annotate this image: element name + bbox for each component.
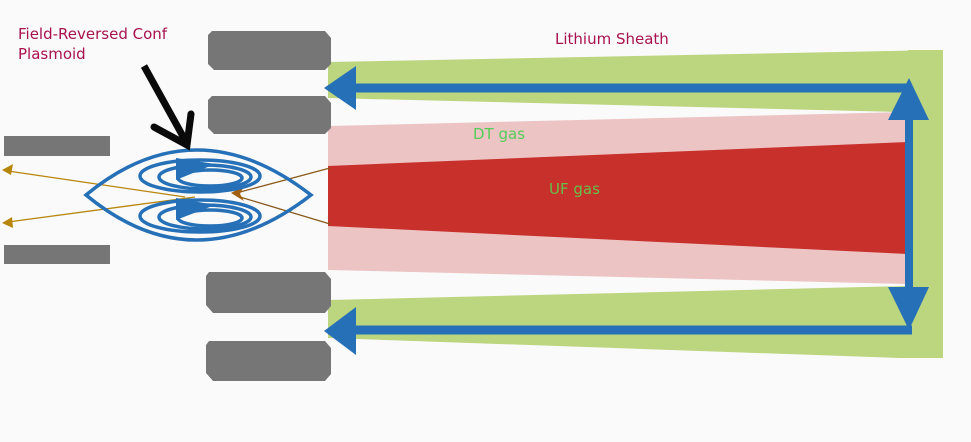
plasmoid-label-line1: Field-Reversed Conf (18, 25, 168, 43)
electrode-lower-1 (206, 272, 331, 313)
arrowhead-icon (231, 186, 244, 201)
lithium-sheath-top (328, 50, 943, 112)
exhaust-rays (2, 164, 331, 228)
uf-gas-label: UF gas (549, 180, 600, 198)
lithium-sheath-label: Lithium Sheath (555, 30, 669, 48)
plasmoid-label: Field-Reversed Conf Plasmoid (18, 24, 167, 64)
frc-plasmoid (83, 148, 314, 242)
electrode-upper-2 (208, 96, 331, 134)
dt-gas-label: DT gas (473, 125, 526, 143)
rotation-arrow-icon (176, 198, 215, 220)
electrode-lower-2 (206, 341, 331, 381)
lithium-sheath-right (908, 50, 943, 358)
lithium-flow-loop (324, 66, 929, 355)
arrow-up-icon (888, 78, 929, 120)
exhaust-plate-upper (4, 136, 110, 156)
plasmoid-label-line2: Plasmoid (18, 45, 86, 63)
arrow-down-icon (888, 287, 929, 330)
arrow-left-icon (324, 66, 356, 110)
arrow-down-right-icon (140, 64, 195, 151)
exhaust-plate-lower (4, 245, 110, 264)
arrowhead-icon (2, 164, 13, 175)
lithium-sheath-bottom (328, 286, 908, 358)
separatrix (83, 148, 314, 242)
arrow-left-icon (324, 307, 356, 355)
rotation-arrow-icon (176, 158, 215, 180)
uf-gas-region (328, 142, 908, 254)
electrode-upper-1 (208, 31, 331, 70)
arrowhead-icon (2, 217, 13, 228)
